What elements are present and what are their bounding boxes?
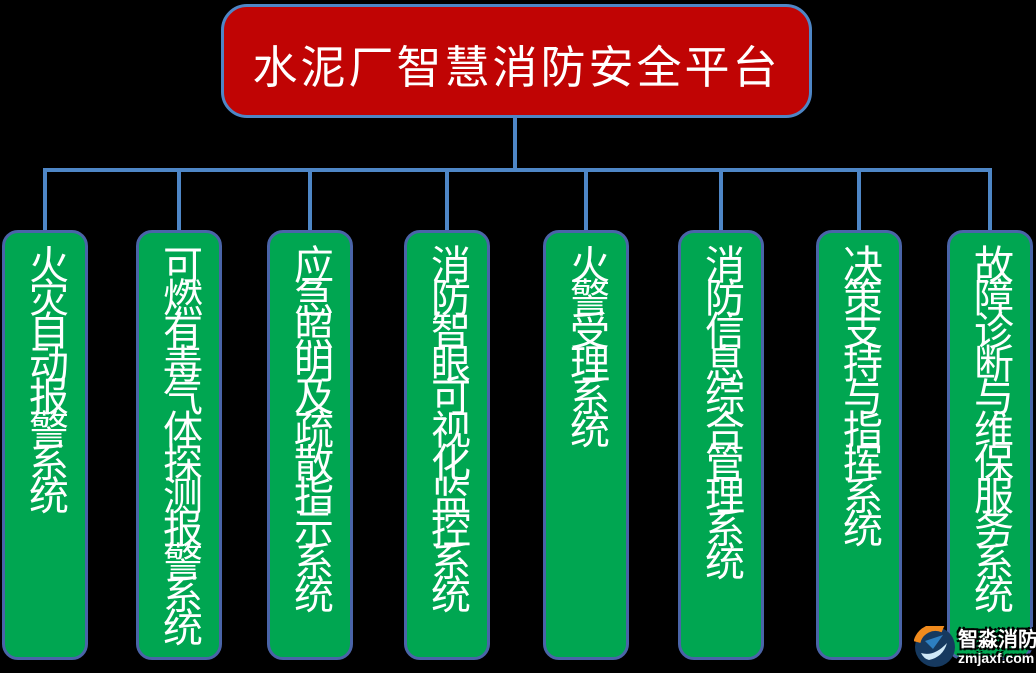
brand-logo-icon bbox=[913, 623, 956, 668]
watermark-domain-text: zmjaxf.com bbox=[958, 649, 1035, 666]
system-node-gas-detection: 可燃有毒气体探测报警系统 bbox=[136, 230, 222, 660]
system-node-label: 故障诊断与维保服务系统 bbox=[967, 244, 1013, 607]
system-node-alarm-handling: 火警受理系统 bbox=[543, 230, 629, 660]
system-node-label: 消防信息综合管理系统 bbox=[698, 244, 744, 574]
system-node-label: 应急照明及疏散指示系统 bbox=[287, 244, 333, 607]
connector-drop bbox=[177, 168, 181, 231]
watermark-brand-text: 智淼消防 bbox=[958, 628, 1036, 651]
connector-drop bbox=[988, 168, 992, 231]
system-node-label: 火警受理系统 bbox=[563, 244, 609, 442]
platform-root-node: 水泥厂智慧消防安全平台 bbox=[221, 4, 812, 118]
connector-drop bbox=[445, 168, 449, 231]
connector-drop bbox=[308, 168, 312, 231]
connector-horizontal-line bbox=[43, 168, 992, 172]
system-node-label: 火灾自动报警系统 bbox=[22, 244, 68, 508]
system-node-fire-alarm: 火灾自动报警系统 bbox=[2, 230, 88, 660]
connector-drop bbox=[857, 168, 861, 231]
system-node-label: 消防智眼可视化监控系统 bbox=[424, 244, 470, 607]
connector-drop bbox=[43, 168, 47, 231]
system-node-info-management: 消防信息综合管理系统 bbox=[678, 230, 764, 660]
watermark: 智淼消防 zmjaxf.com bbox=[913, 623, 1036, 668]
connector-drop bbox=[584, 168, 588, 231]
connector-stem bbox=[513, 116, 517, 170]
system-node-emergency-lighting: 应急照明及疏散指示系统 bbox=[267, 230, 353, 660]
system-node-label: 决策支持与指挥系统 bbox=[836, 244, 882, 541]
system-node-decision-support: 决策支持与指挥系统 bbox=[816, 230, 902, 660]
platform-root-label: 水泥厂智慧消防安全平台 bbox=[252, 40, 781, 94]
system-node-video-monitoring: 消防智眼可视化监控系统 bbox=[404, 230, 490, 660]
system-node-fault-diagnosis: 故障诊断与维保服务系统 bbox=[947, 230, 1033, 660]
system-node-label: 可燃有毒气体探测报警系统 bbox=[156, 244, 202, 640]
connector-drop bbox=[719, 168, 723, 231]
